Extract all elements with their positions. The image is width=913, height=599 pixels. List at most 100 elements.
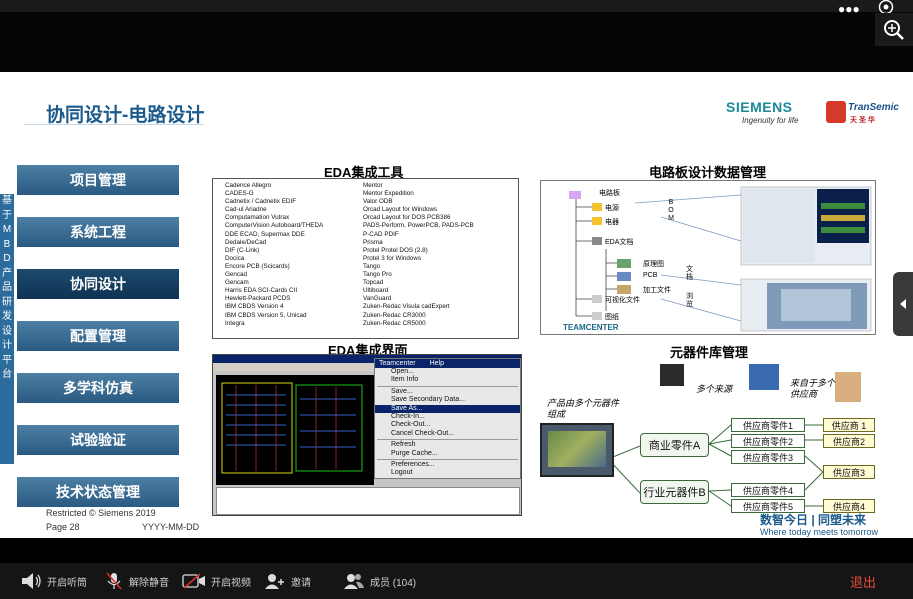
supplier-part-node: 供应商零件4 xyxy=(731,483,805,497)
vertical-char: 研 xyxy=(2,296,12,308)
pcb-tree-item: 电器 xyxy=(605,219,619,226)
eda-tool-list-item: IBM CBDS Version 4 xyxy=(225,303,284,311)
video-label: 开启视频 xyxy=(211,577,251,589)
eda-tool-list-item: Cad-ul Ariadne xyxy=(225,206,267,214)
from-multi-label: 来自于多个供应商 xyxy=(790,378,836,399)
component-lib-connectors xyxy=(607,364,861,507)
pcb-tree-item: 加工文件 xyxy=(643,287,671,294)
eda-tool-list-item: DDE ECAD, Supermax DDE xyxy=(225,230,305,238)
menu-item-collaborative-design: 协同设计 xyxy=(17,269,179,299)
open-menu-item[interactable]: Open... xyxy=(391,368,414,375)
eda-tool-list-item: Protel 3 for Windows xyxy=(363,254,422,262)
title-strip xyxy=(0,0,913,12)
pcb-tree-item: 原理图 xyxy=(643,261,664,268)
menu-header: Teamcenter Help xyxy=(375,359,520,368)
zoom-button[interactable] xyxy=(875,13,913,46)
menu-item-configuration-management: 配置管理 xyxy=(17,321,179,351)
menu-item-test-verification: 试验验证 xyxy=(17,425,179,455)
supplier-part-node: 供应商零件2 xyxy=(731,434,805,448)
commercial-part-node: 商业零件A xyxy=(640,433,709,457)
teamcenter-context-menu[interactable]: Teamcenter Help Open... Item Info Save..… xyxy=(374,358,521,479)
members-button[interactable]: 成员 (104) xyxy=(343,563,416,599)
save-secondary-menu-item[interactable]: Save Secondary Data... xyxy=(391,396,465,404)
menu-separator xyxy=(377,458,518,460)
vertical-char: B xyxy=(3,238,11,250)
unmute-label: 解除静音 xyxy=(129,577,169,589)
pcb-data-diagram: 电路板 电源 电器 EDA文档 原理图 PCB 加工文件 可视化文件 图纸 B … xyxy=(540,180,876,335)
watermark-en: Where today meets tomorrow xyxy=(760,527,879,537)
speaker-icon xyxy=(22,573,41,589)
listen-button[interactable]: 开启听筒 xyxy=(20,563,87,599)
help-menu[interactable]: Help xyxy=(429,360,444,367)
supplier-part-node: 供应商零件1 xyxy=(731,418,805,432)
save-as-menu-item[interactable]: Save As... xyxy=(375,404,520,413)
vertical-char: D xyxy=(3,253,11,264)
members-icon xyxy=(344,574,364,589)
invite-button[interactable]: 邀请 xyxy=(264,563,311,599)
eda-tool-list-item: VanGuard xyxy=(363,295,392,303)
pcb-data-title: 电路板设计数据管理 xyxy=(649,165,767,180)
invite-label: 邀请 xyxy=(291,577,311,589)
eda-tool-list-item: Tango xyxy=(363,262,381,270)
eda-tool-list-item: Ultiboard xyxy=(363,287,389,295)
app-title-bar xyxy=(213,355,521,363)
eda-tool-list-item: Protel Protel DOS (2.8) xyxy=(363,246,428,254)
menu-separator xyxy=(377,439,518,441)
eda-tool-list-item: Gencam xyxy=(225,279,249,287)
logout-menu-item[interactable]: Logout xyxy=(391,469,413,477)
eda-tool-list-item: P-CAD PDIF xyxy=(363,230,399,238)
side-panel-toggle[interactable] xyxy=(893,272,913,336)
supplier-node: 供应商2 xyxy=(823,434,875,448)
more-dots-icon[interactable]: ●●● xyxy=(838,2,860,16)
purge-cache-menu-item[interactable]: Purge Cache... xyxy=(391,449,438,457)
eda-tool-list-item: Zuken-Redac CR5000 xyxy=(363,319,426,327)
eda-tool-list-item: Mentor xyxy=(363,182,383,189)
refresh-menu-item[interactable]: Refresh xyxy=(391,441,416,449)
pcb-tree-item: PCB xyxy=(643,272,658,279)
supplier-node: 供应商3 xyxy=(823,465,875,479)
eda-tools-title: EDA集成工具 xyxy=(324,165,404,180)
check-in-menu-item[interactable]: Check-In... xyxy=(391,412,425,420)
eda-tool-list-item: Cadence Allegro xyxy=(225,182,272,189)
eda-tool-list-item: Mentor Expedition xyxy=(363,190,414,198)
zoom-in-icon xyxy=(884,20,904,40)
menu-item-technical-status: 技术状态管理 xyxy=(17,477,179,507)
vertical-char: 设 xyxy=(2,325,12,337)
vertical-char: 品 xyxy=(2,282,12,293)
vertical-platform-label: 基 于 M B D 产 品 研 发 设 计 平 台 xyxy=(0,194,14,464)
triangle-left-icon xyxy=(900,299,906,309)
vertical-char: 发 xyxy=(2,311,12,322)
eda-tool-list-item: Hewlett-Packard PCDS xyxy=(225,295,291,303)
supplier-part-node: 供应商零件5 xyxy=(731,499,805,513)
slide-title: 协同设计-电路设计 xyxy=(46,105,205,126)
check-out-menu-item[interactable]: Check-Out... xyxy=(391,421,431,429)
exit-button[interactable]: 退出 xyxy=(850,574,877,590)
vertical-char: M xyxy=(2,224,12,235)
eda-tool-list-item: Tango Pro xyxy=(363,271,392,279)
pcb-layout-canvas xyxy=(216,375,374,485)
preferences-menu-item[interactable]: Preferences... xyxy=(391,460,435,468)
eda-tool-list-item: Orcad Layout for Windows xyxy=(363,206,438,214)
menu-item-multidisciplinary-simulation: 多学科仿真 xyxy=(17,373,179,403)
transemic-logo-icon xyxy=(826,101,846,123)
eda-tool-list-item: Valor ODB xyxy=(363,198,393,206)
doc-label: 文 档 xyxy=(686,266,693,281)
transemic-cn-logo: 天 圣 华 xyxy=(850,117,875,124)
output-log-panel xyxy=(216,487,520,515)
save-menu-item[interactable]: Save... xyxy=(391,387,413,395)
item-info-menu-item[interactable]: Item Info xyxy=(391,376,419,384)
members-label: 成员 (104) xyxy=(370,577,417,589)
top-bar: ●●● xyxy=(0,0,913,72)
eda-tool-list-item: DIF (C-Link) xyxy=(225,246,260,254)
eda-ui-screenshot: Teamcenter Help Open... Item Info Save..… xyxy=(212,354,522,516)
teamcenter-menu[interactable]: Teamcenter xyxy=(379,360,416,367)
bom-label: B O M xyxy=(668,199,674,222)
unmute-button[interactable]: 解除静音 xyxy=(104,563,169,599)
product-label: 产品由多个元器件组成 xyxy=(547,398,620,419)
supplier-node: 供应商4 xyxy=(823,499,875,513)
cancel-check-out-menu-item[interactable]: Cancel Check-Out... xyxy=(391,429,455,437)
eda-tool-list-item: Harris EDA SCI-Cards CII xyxy=(225,287,298,295)
video-button[interactable]: 开启视频 xyxy=(182,563,251,599)
eda-tool-list-item: Topcad xyxy=(363,279,384,287)
vertical-char: 基 xyxy=(2,195,12,206)
